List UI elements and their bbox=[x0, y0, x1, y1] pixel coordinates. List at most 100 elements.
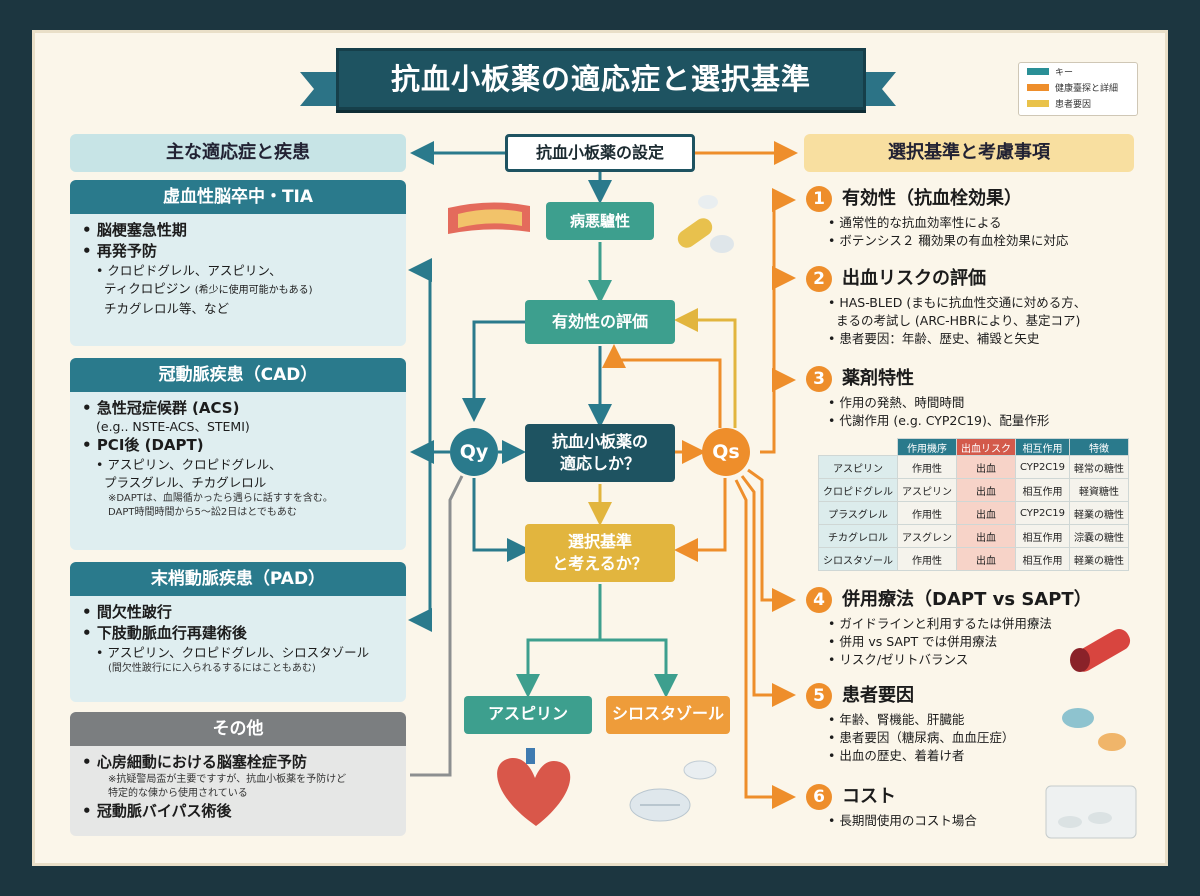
qs-node: Qs bbox=[702, 428, 750, 476]
table-cell: 出血 bbox=[956, 547, 1016, 571]
table-cell: 軽常の糖性 bbox=[1069, 455, 1130, 479]
table-cell: チカグレロル bbox=[818, 524, 898, 548]
table-cell: 作用性 bbox=[897, 501, 957, 525]
legend-key: キー 健康臺探と詳細 患者要因 bbox=[1018, 62, 1138, 116]
card-title: その他 bbox=[70, 712, 406, 746]
table-header-cell bbox=[819, 439, 898, 456]
criterion-line: • 代謝作用 (e.g. CYP2C19)、配量作形 bbox=[828, 413, 1050, 428]
sub-item: ティクロピジン (希少に使用可能かもある) bbox=[103, 281, 313, 296]
bullet-item: • 冠動脈バイパス術後 bbox=[82, 802, 232, 820]
note-item: ※DAPTは、血陽循かったら遇らに話すすを含む。 bbox=[108, 493, 333, 504]
bullet-item: • 急性冠症候群 (ACS) bbox=[82, 399, 240, 417]
table-cell: 作用性 bbox=[897, 547, 957, 571]
table-header-cell: 出血リスク bbox=[956, 438, 1016, 456]
table-cell: 淙嚢の糖性 bbox=[1069, 524, 1130, 548]
criterion-title: 患者要因 bbox=[842, 685, 914, 706]
table-cell: 軽業の糖性 bbox=[1069, 547, 1130, 571]
criterion-line: • 患者要因（糖尿病、血血圧症） bbox=[828, 730, 1015, 745]
table-cell: 軽業の糖性 bbox=[1069, 501, 1130, 525]
note-item: DAPT時間時間から5～訟2日はとでもあむ bbox=[108, 507, 297, 518]
bullet-item: • 間欠性跛行 bbox=[82, 603, 172, 621]
antiplatelet-setting-node: 抗血小板薬の設定 bbox=[505, 134, 695, 172]
sub-item: • アスピリン、クロピドグレル、 bbox=[96, 457, 282, 472]
table-cell: 作用性 bbox=[897, 455, 957, 479]
bullet-item: • PCI後 (DAPT) bbox=[82, 436, 204, 454]
bullet-item: • 再発予防 bbox=[82, 242, 157, 260]
note-item: (間欠性跛行にに入られるするにはこともあむ) bbox=[108, 663, 316, 674]
criterion-line: • ボテンシス２ 穪効果の有血栓効果に対応 bbox=[828, 233, 1069, 248]
pills-illustration-right bbox=[1045, 708, 1137, 839]
card-title: 冠動脈疾患（CAD） bbox=[70, 358, 406, 392]
card-title: 末梢動脈疾患（PAD） bbox=[70, 562, 406, 596]
table-header-cell: 相互作用 bbox=[1014, 438, 1071, 456]
qy-node: Qy bbox=[450, 428, 498, 476]
legend-item: 患者要因 bbox=[1019, 95, 1137, 111]
criterion-3: 3 薬剤特性 • 作用の発熱、時間時間• 代謝作用 (e.g. CYP2C19)… bbox=[806, 366, 1136, 436]
outcome-cilostazol: シロスタゾール bbox=[606, 696, 730, 734]
card-other: その他 • 心房細動における脳塞栓症予防 ※抗疑警局盃が主要ですすが、抗血小板薬… bbox=[70, 712, 406, 836]
sub-item: • クロピドグレル、アスピリン、 bbox=[96, 263, 282, 278]
criterion-line: • 作用の発熱、時間時間 bbox=[828, 395, 965, 410]
criteria-question-node: 選択基準と考えるか？ bbox=[525, 524, 675, 582]
table-header-cell: 作用機序 bbox=[897, 438, 957, 456]
criterion-line: • 併用 vs SAPT では併用療法 bbox=[828, 634, 998, 649]
criterion-title: コスト bbox=[842, 786, 896, 807]
table-cell: シロスタゾール bbox=[818, 547, 898, 571]
table-cell: 出血 bbox=[956, 524, 1016, 548]
bullet-item: • 心房細動における脳塞栓症予防 bbox=[82, 753, 307, 771]
card-title: 虚血性脳卒中・TIA bbox=[70, 180, 406, 214]
indication-question-node: 抗血小板薬の適応しか？ bbox=[525, 424, 675, 482]
table-cell: 相互作用 bbox=[1014, 478, 1071, 502]
criterion-5: 5 患者要因 • 年齢、腎機能、肝臓能• 患者要因（糖尿病、血血圧症）• 出血の… bbox=[806, 683, 1136, 769]
criterion-number: 3 bbox=[806, 366, 832, 392]
criterion-4: 4 併用療法（DAPT vs SAPT） • ガイドラインと利用するたは併用療法… bbox=[806, 587, 1136, 673]
criterion-line: • 年齢、腎機能、肝臓能 bbox=[828, 712, 965, 727]
table-row: シロスタゾール作用性出血相互作用軽業の糖性 bbox=[818, 547, 1130, 571]
criterion-line: • HAS-BLED (まもに抗血性交通に対める方、 bbox=[828, 295, 1087, 310]
legend-label: 患者要因 bbox=[1055, 99, 1092, 110]
outcome-aspirin: アスピリン bbox=[464, 696, 592, 734]
vessel-illustration-right bbox=[1070, 629, 1131, 672]
legend-item: キー bbox=[1019, 63, 1137, 79]
card-cad: 冠動脈疾患（CAD） • 急性冠症候群 (ACS) (e.g.. NSTE-AC… bbox=[70, 358, 406, 550]
card-pad: 末梢動脈疾患（PAD） • 間欠性跛行 • 下肢動脈血行再建術後 • アスピリン… bbox=[70, 562, 406, 702]
legend-item: 健康臺探と詳細 bbox=[1019, 79, 1137, 95]
criterion-6: 6 コスト • 長期間使用のコスト場合 bbox=[806, 784, 1136, 836]
table-cell: プラスグレル bbox=[818, 501, 898, 525]
indications-header: 主な適応症と疾患 bbox=[70, 134, 406, 172]
bullet-item: • 脳梗塞急性期 bbox=[82, 221, 187, 239]
legend-swatch-orange bbox=[1027, 83, 1049, 91]
criterion-title: 有効性（抗血栓効果） bbox=[842, 188, 1022, 209]
criterion-2: 2 出血リスクの評価 • HAS-BLED (まもに抗血性交通に対める方、 まる… bbox=[806, 266, 1136, 356]
criterion-number: 5 bbox=[806, 683, 832, 709]
table-cell: CYP2C19 bbox=[1014, 455, 1071, 479]
table-row: チカグレロルアスグレン出血相互作用淙嚢の糖性 bbox=[818, 524, 1130, 548]
legend-swatch-yellow bbox=[1027, 99, 1049, 107]
criterion-number: 2 bbox=[806, 266, 832, 292]
legend-label: キー bbox=[1055, 67, 1074, 78]
sub-item: • アスピリン、クロピドグレル、シロスタゾール bbox=[96, 645, 370, 660]
legend-swatch-teal bbox=[1027, 67, 1049, 75]
sub-item: チカグレロル等、など bbox=[103, 301, 229, 316]
sub-item: (e.g.. NSTE-ACS、STEMI) bbox=[96, 419, 250, 434]
table-cell: CYP2C19 bbox=[1014, 501, 1071, 525]
tablet-illustration bbox=[629, 760, 717, 822]
table-header-row: 作用機序 出血リスク 相互作用 特徴 bbox=[819, 438, 1130, 456]
table-row: クロピドグレルアスピリン出血相互作用軽資糖性 bbox=[818, 478, 1130, 502]
criterion-line: • ガイドラインと利用するたは併用療法 bbox=[828, 616, 1052, 631]
criterion-title: 併用療法（DAPT vs SAPT） bbox=[842, 589, 1092, 610]
criterion-line: • 通常性的な抗血効率性による bbox=[828, 215, 1002, 230]
table-cell: アスピリン bbox=[818, 455, 898, 479]
card-stroke-tia: 虚血性脳卒中・TIA • 脳梗塞急性期 • 再発予防 • クロピドグレル、アスピ… bbox=[70, 180, 406, 346]
criterion-number: 4 bbox=[806, 587, 832, 613]
criterion-line: • 長期間使用のコスト場合 bbox=[828, 813, 977, 828]
heart-illustration-bottom bbox=[497, 748, 571, 826]
criterion-title: 出血リスクの評価 bbox=[842, 268, 986, 289]
table-cell: 相互作用 bbox=[1014, 547, 1071, 571]
efficacy-eval-node: 有効性の評価 bbox=[525, 300, 675, 344]
criterion-line: まるの考試し (ARC-HBRにより、基定コア) bbox=[828, 313, 1081, 328]
criterion-1: 1 有効性（抗血栓効果） • 通常性的な抗血効率性による• ボテンシス２ 穪効果… bbox=[806, 186, 1136, 256]
